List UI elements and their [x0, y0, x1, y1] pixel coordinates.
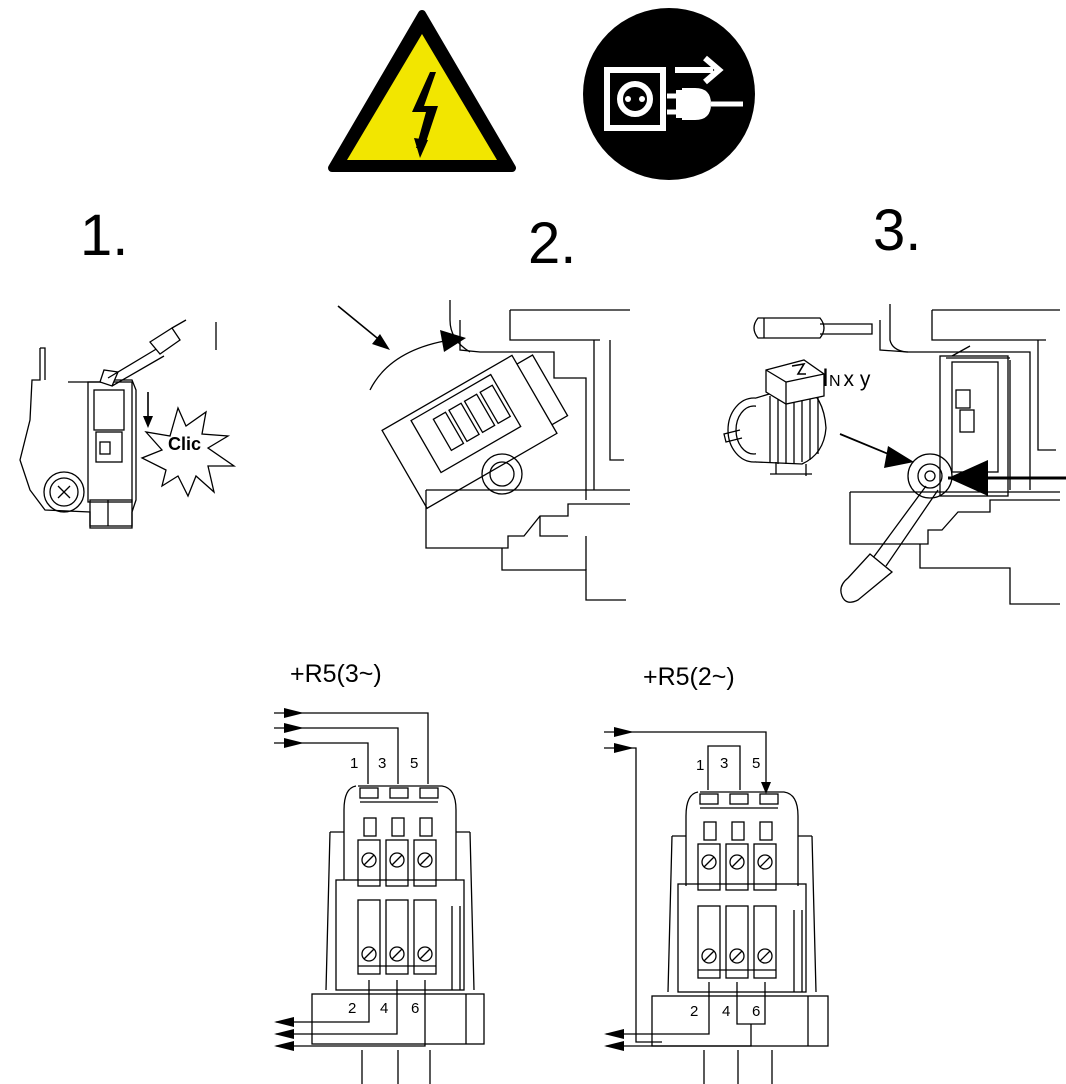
electric-shock-warning-icon: [328, 10, 516, 172]
terminal-top-3: 3: [378, 755, 386, 772]
rated-current-multiplier: x y: [843, 368, 871, 391]
rated-current-symbol: I: [822, 364, 829, 392]
terminal-top-1: 1: [696, 757, 704, 774]
terminal-bottom-6: 6: [752, 1003, 760, 1020]
step-2-number: 2.: [528, 211, 577, 276]
config-3phase-title: +R5(3~): [290, 660, 382, 688]
terminal-bottom-2: 2: [690, 1003, 698, 1020]
terminal-top-3: 3: [720, 755, 728, 772]
terminal-bottom-6: 6: [411, 1000, 419, 1017]
rated-current-subscript: N: [828, 373, 841, 390]
config-2phase-wiring-diagram: 1 3 5 2 4 6: [604, 727, 829, 1084]
disconnect-mains-icon: [583, 8, 755, 180]
config-2phase-title: +R5(2~): [643, 663, 735, 691]
terminal-top-1: 1: [350, 755, 358, 772]
terminal-top-5: 5: [410, 755, 418, 772]
step-3-illustration: [723, 304, 1066, 605]
terminal-bottom-2: 2: [348, 1000, 356, 1017]
terminal-top-5: 5: [752, 755, 760, 772]
step-1-illustration: [19, 319, 237, 529]
click-callout-text: Clic: [168, 434, 202, 454]
step-3-number: 3.: [873, 198, 922, 263]
config-3phase-wiring-diagram: 1 3 5 2 4 6: [274, 708, 485, 1084]
terminal-bottom-4: 4: [380, 1000, 388, 1017]
motor-icon: [723, 359, 827, 476]
step-2-illustration: [337, 300, 630, 601]
step-1-number: 1.: [80, 203, 129, 268]
terminal-bottom-4: 4: [722, 1003, 730, 1020]
